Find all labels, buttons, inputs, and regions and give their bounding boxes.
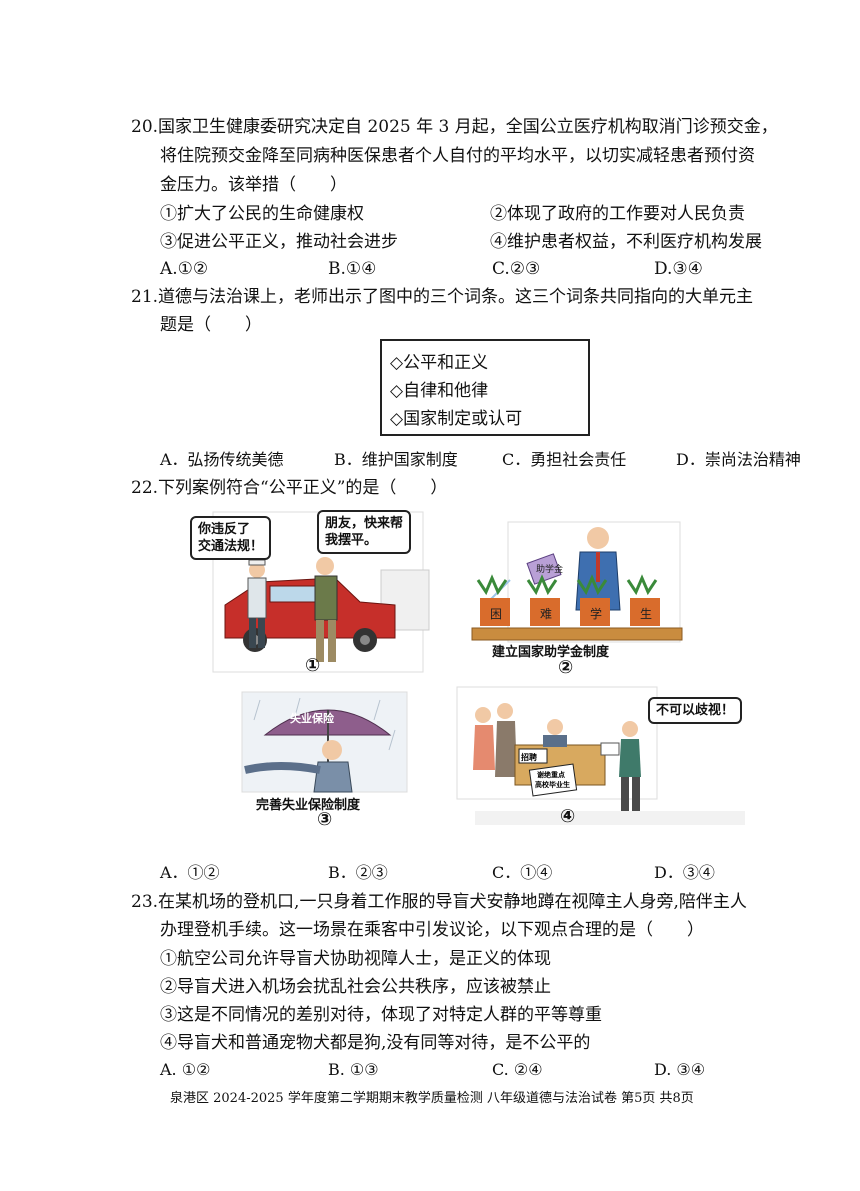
pot-label: 学: [590, 606, 602, 621]
q22-option-c: C．①④: [492, 863, 553, 882]
q21-term-2: ◇自律和他律: [390, 381, 489, 401]
q23-option-b: B. ①③: [328, 1060, 379, 1079]
q22-option-a: A．①②: [160, 863, 220, 882]
q20-statement-4: ④维护患者权益，不利医疗机构发展: [490, 232, 762, 252]
q21-term-3: ◇国家制定或认可: [390, 409, 523, 429]
q21-term-1: ◇公平和正义: [390, 353, 489, 373]
q22-line: 22.下列案例符合“公平正义”的是（ ）: [131, 478, 448, 498]
bubble-line: 我摆平。: [325, 533, 378, 548]
q21-option-d: D．崇尚法治精神: [676, 450, 801, 469]
q20-statement-2: ②体现了政府的工作要对人民负责: [490, 204, 745, 224]
panel-caption: 建立国家助学金制度: [492, 645, 610, 660]
q22-option-b: B．②③: [328, 863, 388, 882]
q21-line-2: 题是（ ）: [160, 315, 262, 335]
speech-bubble-no-discrimination: 不可以歧视！: [648, 697, 743, 724]
q22-panel-1: 你违反了 交通法规！ 朋友，快来帮 我摆平。 ①: [185, 510, 435, 680]
speech-bubble-driver: 朋友，快来帮 我摆平。: [317, 510, 412, 554]
q23-line-1: 23.在某机场的登机口,一只身着工作服的导盲犬安静地蹲在视障主人身旁,陪伴主人: [131, 892, 747, 912]
q20-line-3: 金压力。该举措（ ）: [160, 175, 347, 195]
q20-statement-1: ①扩大了公民的生命健康权: [160, 204, 364, 224]
q23-statement-4: ④导盲犬和普通宠物犬都是狗,没有同等对待，是不公平的: [160, 1033, 591, 1053]
watering-plants-illustration: 助学金 困 难 学 生: [471, 521, 683, 643]
bubble-line: 你违反了: [198, 522, 251, 537]
q21-option-c: C．勇担社会责任: [502, 450, 627, 469]
umbrella-illustration: 失业保险: [241, 691, 408, 793]
q22-panel-3: 失业保险 完善失业保险制度 ③: [240, 690, 410, 830]
bubble-line: 朋友，快来帮: [325, 516, 404, 531]
pot-label: 生: [640, 607, 652, 621]
q23-option-a: A. ①②: [160, 1060, 211, 1079]
q21-term-box: ◇公平和正义 ◇自律和他律 ◇国家制定或认可: [380, 339, 590, 436]
q22-panel-2: 助学金 困 难 学 生 建立国家助学金制度 ②: [470, 520, 685, 678]
q20-option-b: B.①④: [328, 259, 377, 279]
q23-line-2: 办理登机手续。这一场景在乘客中引发议论，以下观点合理的是（ ）: [160, 920, 704, 940]
q20-line-1: 20.国家卫生健康委研究决定自 2025 年 3 月起，全国公立医疗机构取消门诊…: [131, 117, 778, 137]
panel-number: ③: [317, 809, 333, 830]
q20-option-c: C.②③: [492, 259, 541, 279]
page-footer: 泉港区 2024-2025 学年度第二学期期末教学质量检测 八年级道德与法治试卷…: [170, 1091, 694, 1106]
pot-label: 困: [490, 607, 502, 621]
panel-number: ④: [560, 806, 576, 827]
q20-line-2: 将住院预交金降至同病种医保患者个人自付的平均水平，以切实减轻患者预付资: [160, 146, 755, 166]
q22-option-d: D．③④: [654, 863, 715, 882]
q23-statement-2: ②导盲犬进入机场会扰乱社会公共秩序，应该被禁止: [160, 977, 551, 997]
q23-statement-1: ①航空公司允许导盲犬协助视障人士，是正义的体现: [160, 949, 551, 969]
q20-option-a: A.①②: [160, 259, 209, 279]
panel-number: ①: [305, 655, 321, 676]
umbrella-label: 失业保险: [290, 711, 335, 725]
bubble-line: 交通法规！: [198, 539, 264, 554]
q23-statement-3: ③这是不同情况的差别对待，体现了对特定人群的平等尊重: [160, 1005, 602, 1025]
sign-label-line1: 谢绝重点: [537, 770, 565, 779]
job-fair-illustration: 招聘 谢绝重点 高校毕业生: [456, 686, 745, 825]
q21-option-a: A．弘扬传统美德: [160, 450, 284, 469]
q22-panel-4: 招聘 谢绝重点 高校毕业生 不可以歧视！ ④: [455, 685, 750, 835]
q23-option-d: D. ③④: [654, 1060, 706, 1079]
sign-label-line2: 高校毕业生: [535, 780, 570, 789]
sign-label-recruit: 招聘: [521, 752, 537, 762]
q21-option-b: B．维护国家制度: [334, 450, 458, 469]
q20-option-d: D.③④: [654, 259, 703, 279]
panel-caption: 完善失业保险制度: [256, 798, 361, 813]
speech-bubble-police: 你违反了 交通法规！: [190, 516, 272, 560]
pot-label: 难: [540, 607, 552, 621]
q23-option-c: C. ②④: [492, 1060, 543, 1079]
q21-line-1: 21.道德与法治课上，老师出示了图中的三个词条。这三个词条共同指向的大单元主: [131, 287, 754, 307]
panel-number: ②: [558, 657, 574, 678]
can-label: 助学金: [536, 563, 563, 575]
q20-statement-3: ③促进公平正义，推动社会进步: [160, 232, 398, 252]
